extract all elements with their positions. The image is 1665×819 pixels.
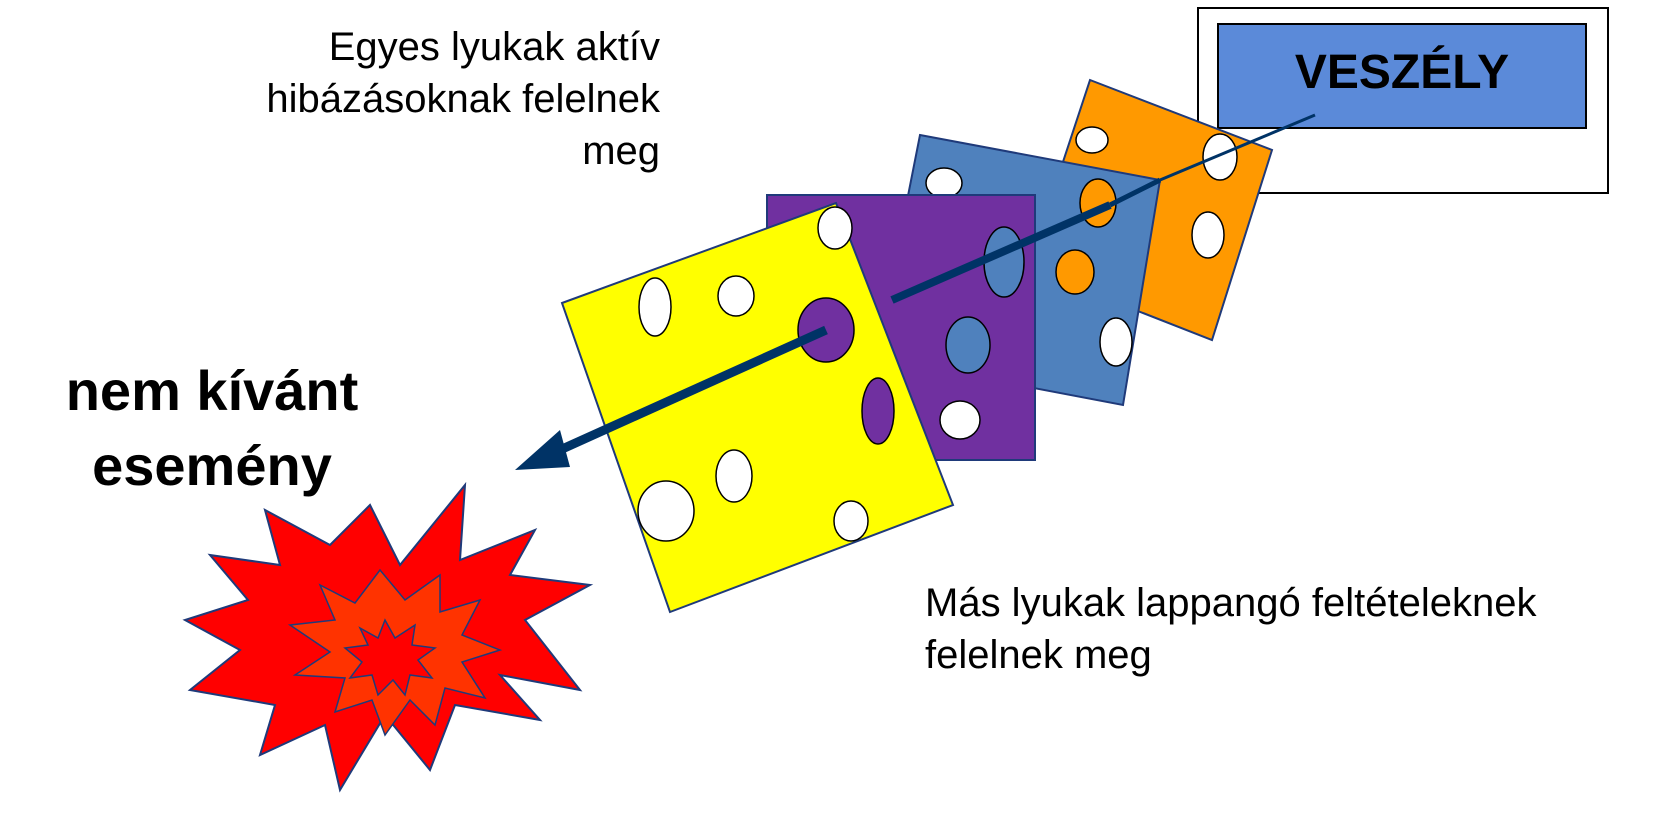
trajectory-arrowhead <box>515 430 570 470</box>
hole <box>638 277 672 337</box>
hole <box>939 400 981 440</box>
svg-text:meg: meg <box>582 129 660 173</box>
hole <box>817 206 853 250</box>
svg-text:hibázásoknak felelnek: hibázásoknak felelnek <box>266 77 661 121</box>
hazard-label: VESZÉLY <box>1295 45 1509 99</box>
hole <box>861 377 895 445</box>
cheese-slice-yellow <box>560 201 955 614</box>
svg-text:Egyes lyukak aktív: Egyes lyukak aktív <box>329 25 660 69</box>
hole <box>1075 126 1109 154</box>
accident-trajectory <box>515 113 1316 470</box>
svg-text:felelnek meg: felelnek meg <box>925 633 1152 677</box>
hole <box>1099 317 1133 367</box>
hole <box>983 226 1025 298</box>
hole <box>637 480 695 542</box>
hole <box>925 167 963 199</box>
outcome-label: nem kívánt esemény <box>66 359 359 497</box>
svg-text:Más lyukak lappangó feltételek: Más lyukak lappangó feltételeknek <box>925 581 1537 625</box>
hole <box>717 275 755 317</box>
hole <box>1055 249 1095 295</box>
hole <box>1202 133 1238 181</box>
active-failures-label: Egyes lyukak aktív hibázásoknak felelnek… <box>266 25 661 173</box>
hole <box>715 449 753 503</box>
svg-text:nem kívánt: nem kívánt <box>66 359 359 422</box>
hole <box>945 316 991 374</box>
hole <box>833 500 869 542</box>
hole <box>1191 211 1225 259</box>
latent-conditions-label: Más lyukak lappangó feltételeknek feleln… <box>925 581 1537 677</box>
svg-text:esemény: esemény <box>92 434 332 497</box>
hazard-box <box>1217 23 1587 129</box>
explosion-icon <box>182 481 594 793</box>
